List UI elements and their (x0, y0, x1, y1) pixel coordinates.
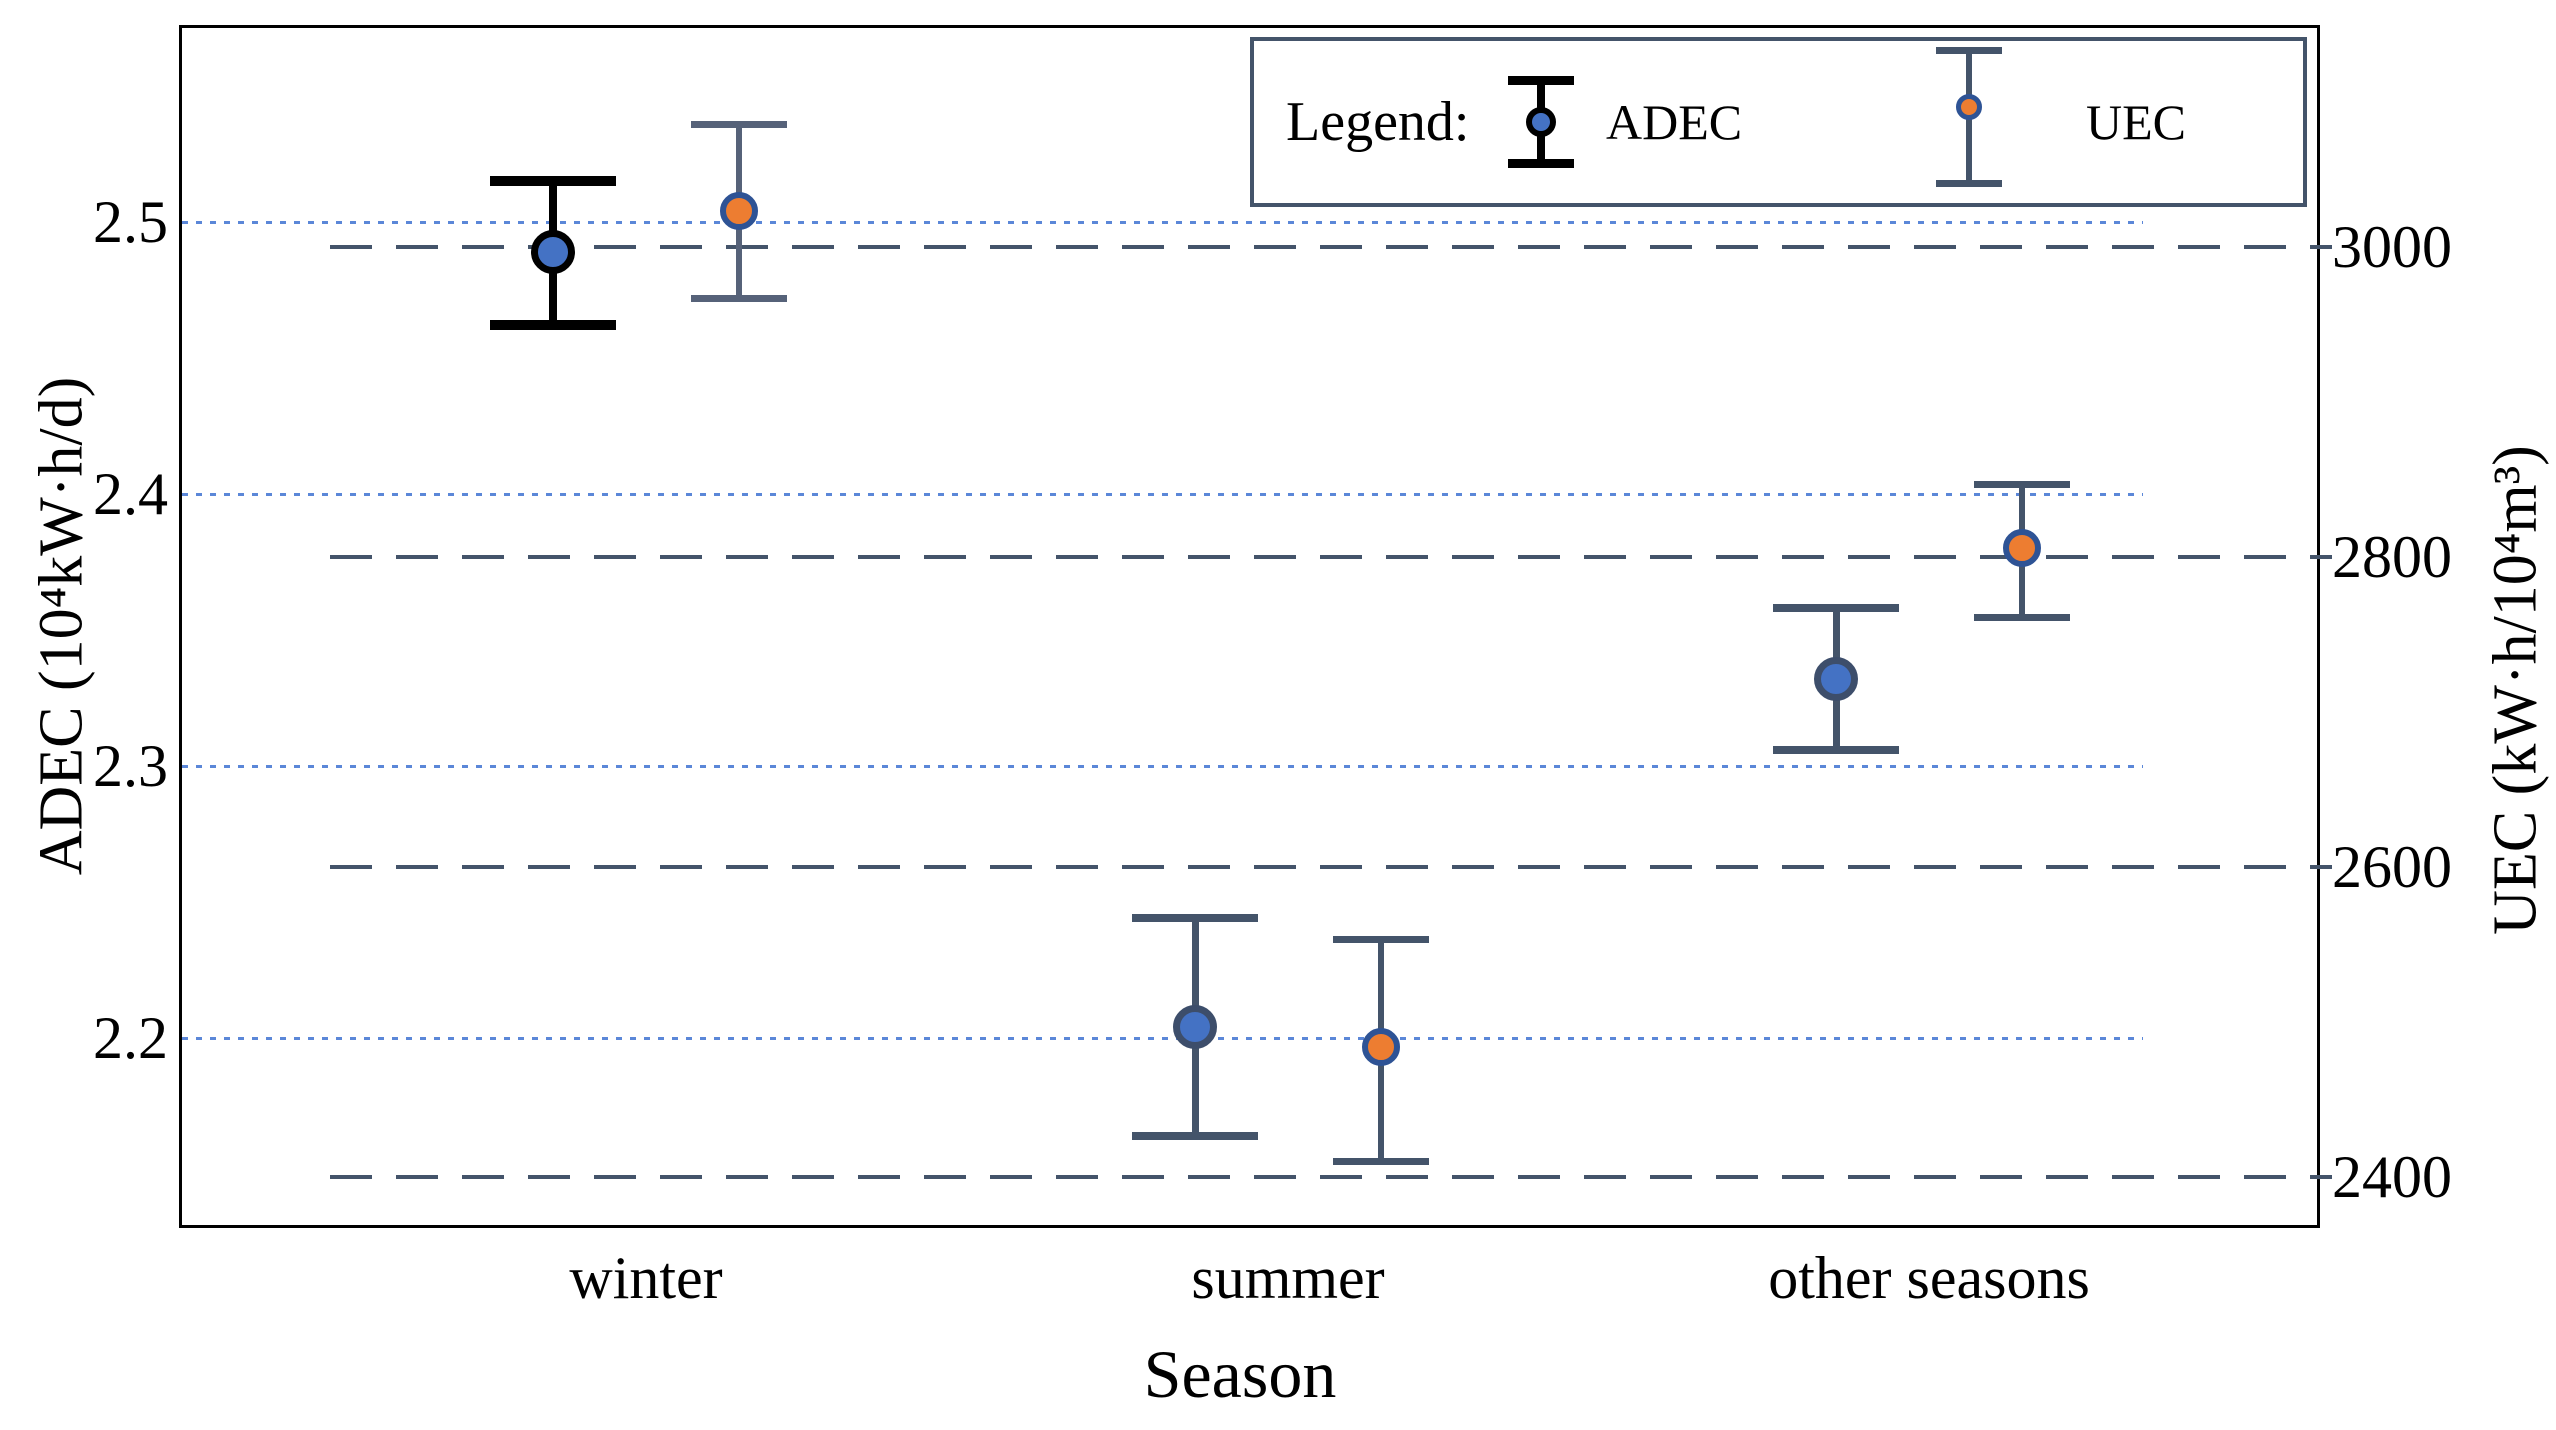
point-adec-winter (531, 229, 575, 274)
plot-area (179, 25, 2320, 1228)
legend-adec-errorbar-icon (1508, 41, 1574, 203)
gridline-adec-2.2 (182, 1036, 2143, 1040)
legend-label-uec: UEC (2086, 94, 2186, 150)
gridline-adec-2.4 (182, 492, 2143, 496)
gridline-adec-2.3 (182, 764, 2143, 768)
right-axis-title: UEC (kW·h/10⁴m³) (2481, 445, 2550, 935)
right-tick-label-2800: 2800 (2332, 524, 2452, 590)
x-category-label-summer: summer (1191, 1245, 1385, 1311)
left-tick-label-2.4: 2.4 (93, 461, 168, 527)
x-category-label-other-seasons: other seasons (1768, 1245, 2090, 1311)
gridline-adec-2.5 (182, 220, 2143, 224)
point-uec-winter (720, 192, 758, 231)
legend-uec-errorbar-icon (1936, 41, 2002, 203)
x-category-label-winter: winter (569, 1245, 723, 1311)
gridline-uec-3000 (330, 245, 2332, 249)
left-tick-label-2.2: 2.2 (93, 1005, 168, 1071)
left-tick-label-2.5: 2.5 (93, 189, 168, 255)
right-tick-label-3000: 3000 (2332, 214, 2452, 280)
gridline-uec-2800 (330, 555, 2332, 559)
x-axis-title: Season (1143, 1336, 1337, 1412)
left-axis-title: ADEC (10⁴kW·h/d) (27, 376, 96, 876)
right-tick-label-2400: 2400 (2332, 1144, 2452, 1210)
point-adec-other-seasons (1814, 656, 1858, 701)
legend-uec-marker-icon (1956, 94, 1982, 120)
right-tick-label-2600: 2600 (2332, 834, 2452, 900)
legend: Legend: ADEC UEC (1250, 37, 2307, 207)
gridline-uec-2600 (330, 865, 2332, 869)
legend-adec-marker-icon (1526, 107, 1556, 137)
point-adec-summer (1173, 1005, 1217, 1050)
point-uec-summer (1362, 1027, 1400, 1066)
gridline-uec-2400 (330, 1175, 2332, 1179)
left-tick-label-2.3: 2.3 (93, 733, 168, 799)
legend-title: Legend: (1286, 91, 1470, 153)
point-uec-other-seasons (2003, 528, 2041, 567)
legend-label-adec: ADEC (1606, 94, 1743, 150)
